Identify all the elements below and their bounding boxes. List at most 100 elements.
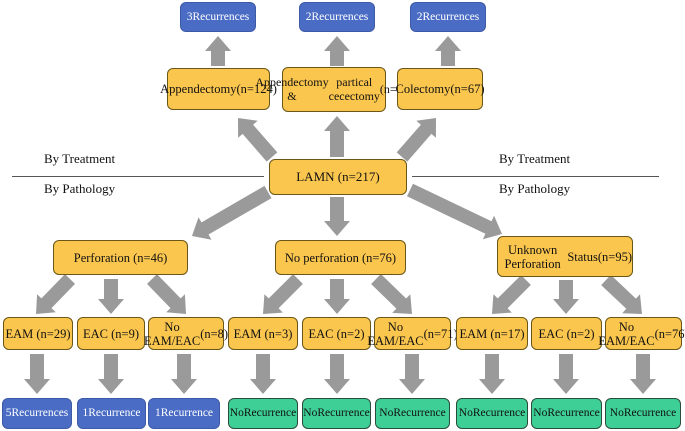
outcome-text: Recurrence: [623, 407, 677, 420]
treatment-node-colectomy: Colectomy (n=67): [395, 68, 485, 110]
arrow-perforation-to-other: [147, 274, 186, 314]
node-name: Unknown Perforation: [504, 242, 561, 271]
outcome-text: Recurrence: [243, 407, 297, 420]
outcome-count: 1: [154, 407, 161, 420]
outcome-text: Recurrences: [192, 10, 250, 23]
arrow-subgroup-to-outcome: [479, 354, 505, 394]
subgroup-node: EAM (n=17): [456, 317, 528, 350]
node-count: (n=71): [423, 326, 458, 341]
outcome-count: 2: [305, 10, 312, 23]
arrow-root-to-appendectomy: [238, 118, 278, 162]
subgroup-node: EAM (n=29): [3, 317, 73, 350]
node-name: Colectomy: [395, 82, 451, 96]
node-name: Appendectomy &: [255, 75, 329, 103]
treatment-node-cecectomy: Appendectomy & partical cecectomy (n=26): [255, 67, 413, 112]
outcome-box: No Recurrence: [605, 398, 681, 429]
node-name: EAC (n=2): [308, 326, 365, 341]
treatment-node-appendectomy: Appendectomy (n=124): [160, 68, 277, 110]
outcome-text: Recurrence: [317, 407, 370, 420]
node-name: EAC (n=2): [538, 326, 595, 341]
node-name: EAM (n=29): [5, 326, 71, 341]
by-treatment-label-right: By Treatment: [499, 151, 571, 166]
node-name: No EAM/EAC: [367, 319, 424, 348]
node-count: (n=124): [236, 82, 277, 96]
outcome-box: No Recurrence: [228, 398, 298, 429]
arrow-perforation-to-eam: [36, 274, 75, 314]
arrow-root-to-colectomy: [396, 118, 436, 162]
arrow-root-to-perforation: [192, 185, 272, 240]
divider-right: [412, 176, 659, 177]
arrow-noperf-to-other: [371, 274, 412, 314]
arrow-noperf-to-eam: [263, 274, 303, 314]
subgroup-node: No EAM/EAC (n=76): [598, 317, 685, 350]
node-name-cont: partical cecectomy: [328, 75, 380, 103]
outcome-box: No Recurrence: [375, 398, 450, 429]
arrow-appendectomy-outcome: [205, 36, 231, 66]
subgroup-node: EAC (n=2): [531, 317, 602, 350]
arrow-root-to-no-perforation: [324, 197, 350, 236]
node-name: EAM (n=3): [233, 326, 293, 341]
arrow-perforation-to-eac: [98, 279, 124, 314]
outcome-count: No: [533, 407, 548, 420]
pathology-node-no-perforation: No perforation (n=76): [275, 240, 406, 275]
arrow-subgroup-to-outcome: [399, 354, 425, 394]
outcome-count: No: [609, 407, 624, 420]
by-treatment-label-left: By Treatment: [44, 151, 116, 166]
arrow-cecectomy-outcome: [324, 36, 350, 66]
subgroup-node: EAM (n=3): [228, 317, 298, 350]
outcome-text: Recurrence: [547, 407, 600, 420]
pathology-node-perforation: Perforation (n=46): [53, 240, 188, 275]
outcome-text: Recurrence: [393, 407, 446, 420]
arrow-colectomy-outcome: [435, 36, 461, 66]
arrow-unknown-to-eac: [553, 280, 579, 314]
node-count: (n=67): [450, 82, 485, 96]
arrow-unknown-to-other: [601, 274, 642, 314]
outcome-count: No: [458, 407, 473, 420]
outcome-count: No: [229, 407, 244, 420]
subgroup-node: No EAM/EAC (n=8): [144, 317, 228, 350]
arrow-subgroup-to-outcome: [24, 354, 50, 394]
outcome-text: Recurrence: [88, 407, 141, 420]
outcome-count: 2: [416, 10, 423, 23]
node-name: No EAM/EAC: [598, 319, 655, 348]
outcome-box: 5 Recurrences: [2, 398, 72, 429]
pathology-node-unknown: Unknown Perforation Status(n=95): [497, 236, 633, 277]
outcome-count: 3: [186, 10, 193, 23]
node-name: No EAM/EAC: [143, 319, 201, 348]
outcome-box: No Recurrence: [302, 398, 371, 429]
outcome-count: 5: [5, 407, 12, 420]
subgroup-node: EAC (n=9): [77, 317, 145, 350]
arrow-subgroup-to-outcome: [553, 354, 579, 394]
outcome-text: Recurrences: [422, 10, 480, 23]
node-name: Perforation (n=46): [73, 250, 168, 265]
arrow-subgroup-to-outcome: [250, 354, 276, 394]
outcome-box: No Recurrence: [456, 398, 528, 429]
arrow-subgroup-to-outcome: [171, 354, 197, 394]
node-name: EAM (n=17): [459, 326, 525, 341]
outcome-text: Recurrence: [160, 407, 214, 420]
outcome-box: 1 Recurrence: [77, 398, 146, 429]
node-name: No perforation (n=76): [284, 250, 397, 265]
outcome-text: Recurrences: [11, 407, 69, 420]
arrow-root-to-unknown: [407, 183, 502, 240]
outcome-box: 1 Recurrence: [148, 398, 220, 429]
subgroup-node: No EAM/EAC (n=71): [367, 317, 458, 350]
by-pathology-label-left: By Pathology: [44, 181, 116, 196]
outcome-count: No: [379, 407, 394, 420]
outcome-text: Recurrences: [311, 10, 369, 23]
treatment-outcome-appendectomy: 3 Recurrences: [180, 2, 256, 32]
arrow-noperf-to-eac: [324, 279, 350, 314]
outcome-count: No: [303, 407, 318, 420]
root-node: LAMN (n=217): [269, 159, 407, 195]
outcome-count: 1: [82, 407, 89, 420]
node-name: Appendectomy: [160, 82, 237, 96]
node-name-cont: Status(n=95): [567, 249, 632, 264]
arrow-root-to-cecectomy: [324, 116, 350, 157]
node-name: EAC (n=9): [83, 326, 139, 341]
node-count: (n=8): [200, 326, 229, 341]
arrow-subgroup-to-outcome: [324, 354, 350, 394]
divider-left: [12, 176, 264, 177]
treatment-outcome-cecectomy: 2 Recurrences: [299, 2, 375, 32]
